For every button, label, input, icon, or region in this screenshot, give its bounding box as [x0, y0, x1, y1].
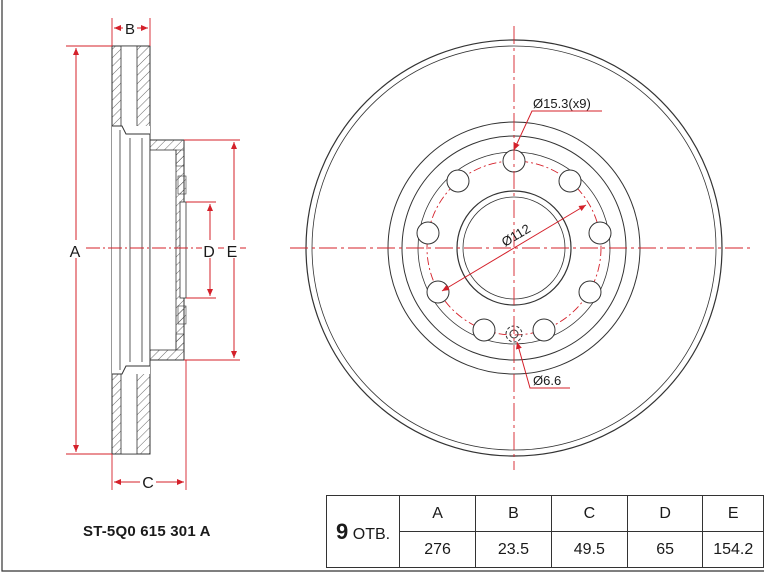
- pcd-circle: [426, 160, 602, 336]
- spec-header-c: C: [550, 495, 628, 532]
- bolt-hole-label: Ø15.3(x9): [533, 96, 591, 111]
- bolt-hole: [578, 280, 602, 304]
- dim-label-e: E: [227, 244, 238, 261]
- spec-table: 9 ОТВ. A B C D E 276 23.5 49.5 65 154.2: [325, 495, 764, 568]
- dim-label-b: B: [125, 21, 135, 38]
- dim-label-c: C: [142, 475, 154, 492]
- bolt-hole: [558, 169, 582, 193]
- front-view: Ø112 Ø15.3(x9) Ø6.6: [290, 26, 750, 470]
- side-section-view: A B C D E: [66, 18, 246, 492]
- bolt-hole: [446, 169, 470, 193]
- part-number: ST-5Q0 615 301 A: [83, 523, 211, 540]
- spec-header-d: D: [626, 495, 704, 532]
- spec-value-b: 23.5: [474, 531, 552, 568]
- spec-header-e: E: [702, 495, 764, 532]
- small-hole-label: Ø6.6: [533, 373, 561, 388]
- pcd-diameter-line: [441, 204, 587, 292]
- small-hole-leader: [516, 341, 570, 389]
- bolt-hole: [588, 221, 612, 245]
- dim-label-d: D: [203, 244, 215, 261]
- spec-value-c: 49.5: [550, 531, 628, 568]
- holes-unit: ОТВ.: [352, 525, 391, 543]
- spec-value-a: 276: [399, 531, 476, 568]
- bolt-hole: [416, 221, 440, 245]
- bolt-hole: [472, 318, 496, 342]
- spec-value-e: 154.2: [702, 531, 764, 568]
- spec-header-a: A: [399, 495, 476, 532]
- spec-value-d: 65: [626, 531, 704, 568]
- bolt-hole-leader: [513, 110, 602, 151]
- holes-count: 9: [336, 518, 349, 544]
- bolt-hole: [532, 318, 556, 342]
- bolt-hole: [426, 280, 450, 304]
- bolt-holes: [416, 149, 612, 342]
- holes-cell: 9 ОТВ.: [325, 495, 401, 568]
- spec-header-b: B: [474, 495, 552, 532]
- pcd-label: Ø112: [499, 221, 533, 250]
- dim-label-a: A: [70, 244, 81, 261]
